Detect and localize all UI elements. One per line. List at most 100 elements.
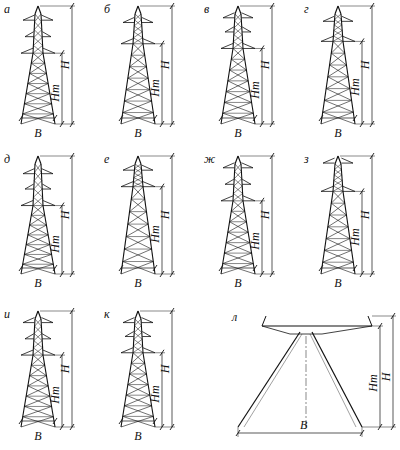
stroke: [133, 346, 143, 353]
stroke: [34, 30, 42, 38]
stroke: [24, 406, 53, 416]
stroke: [123, 261, 154, 262]
stroke: [35, 172, 42, 180]
stroke: [321, 191, 333, 274]
stroke: [21, 206, 33, 274]
dimension-label: Hт: [49, 386, 61, 403]
stroke: [131, 363, 146, 374]
stroke: [253, 115, 257, 121]
stroke: [26, 244, 50, 245]
stroke: [124, 249, 153, 261]
stroke: [142, 18, 153, 23]
stroke: [331, 53, 344, 54]
stroke: [228, 70, 247, 81]
stroke: [240, 156, 275, 157]
stroke: [340, 156, 375, 157]
stroke: [33, 164, 35, 206]
stroke: [42, 32, 51, 37]
stroke: [121, 353, 133, 427]
stroke: [33, 319, 35, 355]
stroke: [23, 114, 55, 124]
stroke: [134, 178, 143, 183]
stroke: [324, 89, 349, 101]
stroke: [130, 199, 145, 211]
stroke: [34, 22, 41, 30]
stroke: [70, 153, 74, 159]
stroke: [328, 65, 347, 77]
stroke: [160, 184, 164, 190]
stroke: [42, 334, 51, 339]
stroke: [42, 169, 53, 174]
stroke: [225, 179, 234, 184]
stroke: [170, 3, 174, 9]
stroke: [262, 48, 263, 124]
stroke: [70, 308, 74, 314]
stroke: [360, 38, 364, 44]
stroke: [35, 6, 38, 14]
stroke: [31, 63, 44, 64]
stroke: [140, 6, 175, 7]
stroke: [334, 175, 342, 180]
stroke: [323, 262, 354, 263]
stroke: [324, 100, 353, 112]
stroke: [142, 332, 151, 337]
dimension-label: ж: [204, 153, 215, 165]
stroke: [219, 265, 223, 271]
stroke: [128, 78, 150, 89]
stroke: [231, 59, 244, 60]
stroke: [33, 205, 43, 206]
stroke: [230, 221, 247, 222]
stroke: [335, 164, 341, 169]
stroke: [60, 50, 64, 56]
stroke: [333, 164, 335, 191]
stroke: [123, 112, 154, 113]
stroke: [24, 406, 51, 407]
stroke: [30, 376, 49, 386]
stroke: [326, 227, 348, 239]
stroke: [53, 115, 57, 121]
dimension-label: г: [304, 3, 309, 15]
stroke: [338, 6, 341, 14]
stroke: [121, 268, 155, 269]
stroke: [130, 67, 149, 78]
stroke: [141, 164, 143, 187]
stroke: [119, 115, 123, 121]
stroke: [230, 70, 249, 81]
stroke: [128, 212, 147, 224]
stroke: [231, 211, 246, 221]
stroke: [28, 73, 47, 83]
stroke: [133, 14, 135, 44]
stroke: [234, 21, 241, 28]
stroke: [223, 253, 252, 263]
stroke: [260, 45, 264, 51]
stroke: [121, 118, 155, 119]
stroke: [226, 91, 250, 92]
stroke: [30, 375, 47, 376]
stroke: [236, 430, 240, 436]
dimension-label: B: [334, 277, 341, 289]
stroke: [262, 325, 372, 326]
stroke: [224, 253, 251, 254]
stroke: [231, 201, 243, 211]
stroke: [224, 102, 253, 113]
stroke: [41, 319, 43, 355]
stroke: [34, 181, 42, 189]
stroke: [133, 38, 143, 44]
stroke: [23, 104, 52, 114]
stroke: [331, 53, 346, 65]
dimension-label: H: [359, 61, 371, 70]
stroke: [355, 41, 365, 42]
stroke: [141, 14, 143, 44]
stroke: [28, 84, 50, 94]
stroke: [370, 271, 374, 277]
stroke: [121, 187, 133, 274]
stroke: [133, 319, 135, 353]
stroke: [360, 188, 364, 194]
stroke: [272, 6, 273, 124]
stroke: [153, 115, 157, 121]
stroke: [121, 416, 153, 427]
stroke: [155, 352, 165, 353]
stroke: [262, 316, 266, 326]
stroke: [290, 334, 322, 335]
